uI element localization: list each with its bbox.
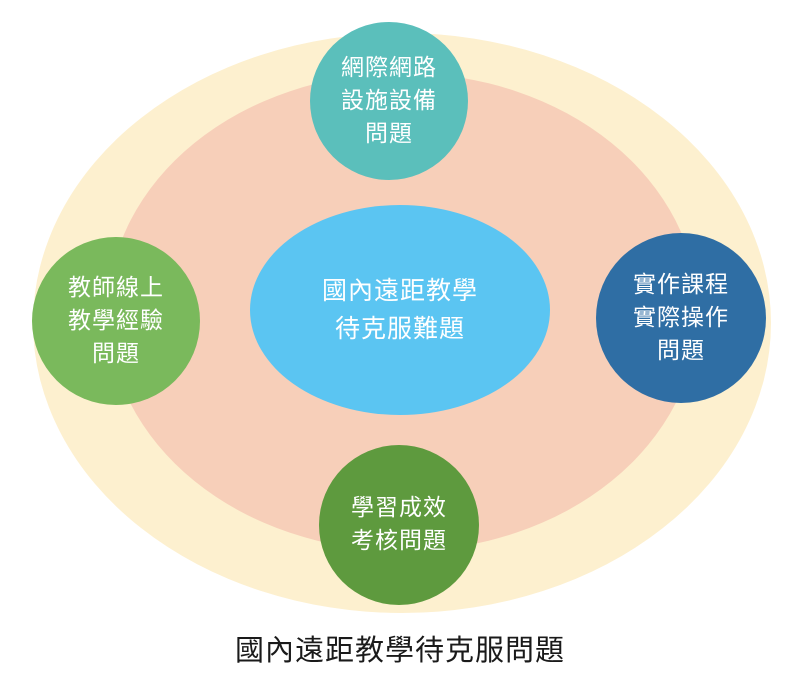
node-learning-assessment: 學習成效 考核問題 <box>319 445 479 605</box>
node-network-facilities-line-1: 網際網路 <box>341 54 437 81</box>
node-teacher-experience-line-3: 問題 <box>92 340 140 367</box>
node-center-challenges: 國內遠距教學 待克服難題 <box>250 205 550 415</box>
node-teacher-experience: 教師線上 教學經驗 問題 <box>32 237 200 405</box>
node-practical-courses-line-2: 實際操作 <box>633 304 729 331</box>
diagram-caption: 國內遠距教學待克服問題 <box>234 633 565 667</box>
node-learning-assessment-line-2: 考核問題 <box>351 528 447 554</box>
node-network-facilities: 網際網路 設施設備 問題 <box>310 22 468 180</box>
node-teacher-experience-line-1: 教師線上 <box>68 274 164 301</box>
node-teacher-experience-line-2: 教學經驗 <box>68 307 164 334</box>
node-practical-courses: 實作課程 實際操作 問題 <box>596 233 766 403</box>
node-network-facilities-line-2: 設施設備 <box>341 87 437 114</box>
node-learning-assessment-line-1: 學習成效 <box>351 495 447 521</box>
node-network-facilities-line-3: 問題 <box>365 120 413 147</box>
node-center-challenges-line-1: 國內遠距教學 <box>321 276 478 305</box>
node-practical-courses-line-1: 實作課程 <box>633 271 729 298</box>
node-center-challenges-line-2: 待克服難題 <box>334 314 465 343</box>
node-practical-courses-line-3: 問題 <box>657 337 705 364</box>
